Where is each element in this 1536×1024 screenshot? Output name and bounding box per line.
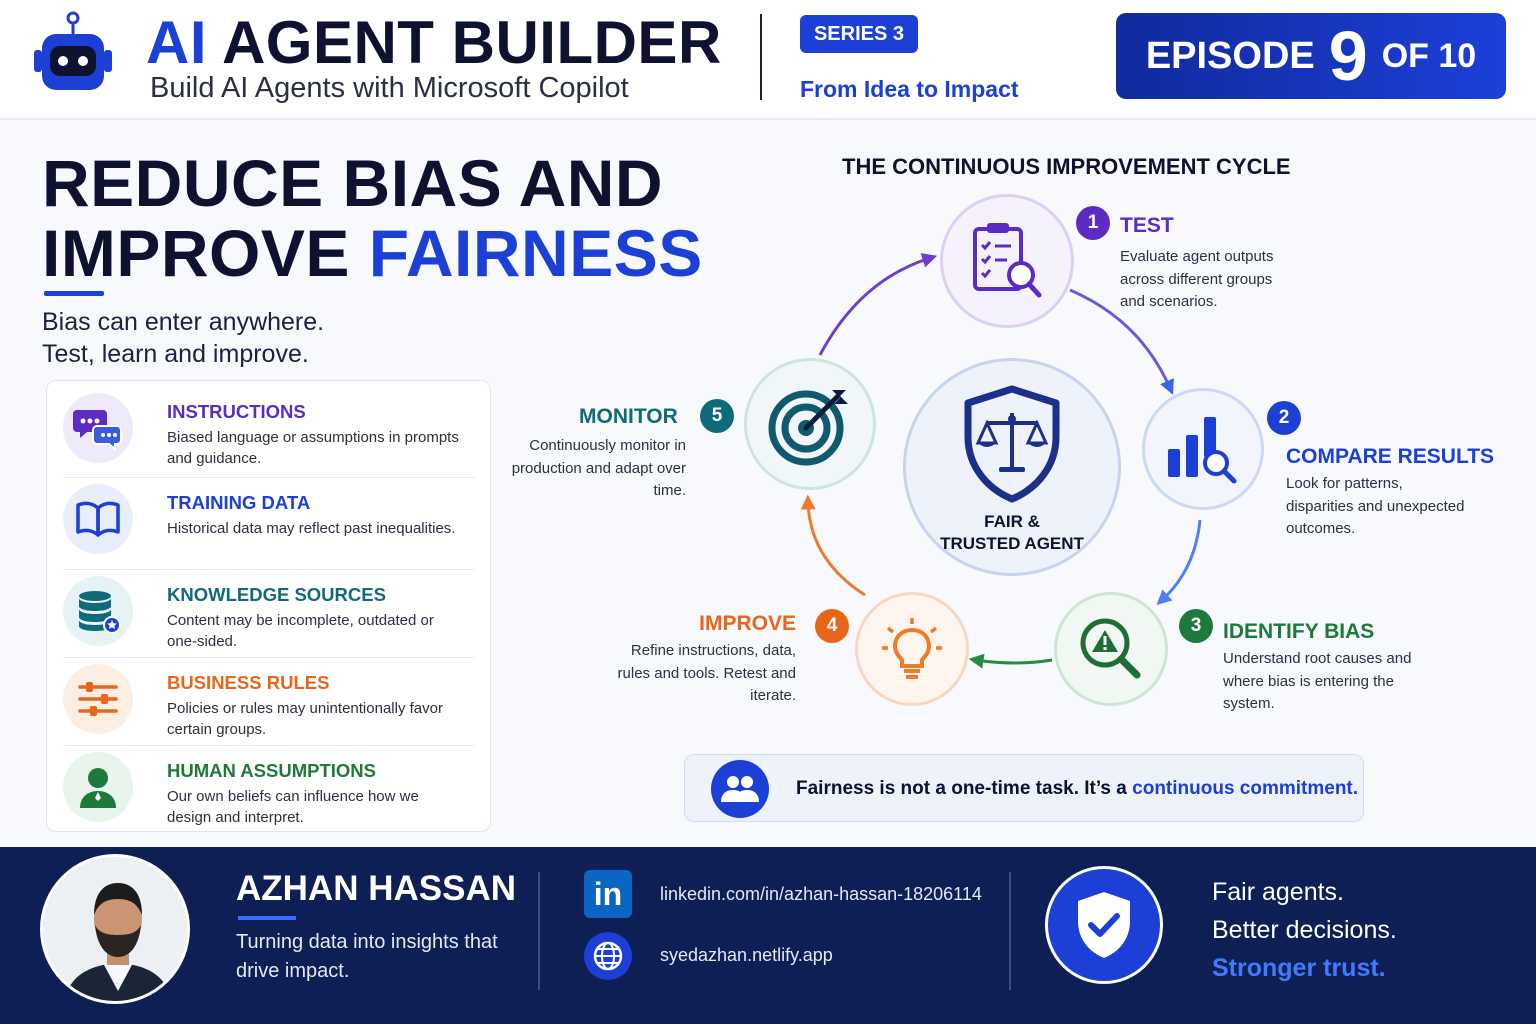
cycle-title: THE CONTINUOUS IMPROVEMENT CYCLE (842, 154, 1291, 179)
warning-search-icon (1080, 618, 1141, 679)
brand-title: AI AGENT BUILDER (146, 9, 722, 76)
step-number-2: 2 (1267, 401, 1301, 435)
episode-of: OF 10 (1381, 36, 1477, 75)
globe-icon[interactable] (584, 932, 632, 980)
people-icon (711, 760, 769, 818)
episode-word: EPISODE (1145, 34, 1315, 77)
arrow-identify-to-improve (968, 653, 1053, 669)
footer-divider (538, 872, 540, 990)
step-title-test: TEST (1120, 214, 1174, 237)
step-number-5: 5 (700, 399, 734, 433)
footer-slogan: Fair agents. Better decisions. Stronger … (1212, 878, 1397, 982)
step-number-4: 4 (815, 609, 849, 643)
website-link[interactable]: syedazhan.netlify.app (660, 945, 833, 965)
bias-sources-panel: INSTRUCTIONS Biased language or assumpti… (46, 380, 491, 832)
author-name: AZHAN HASSAN (236, 869, 516, 908)
arrow-improve-to-monitor (800, 494, 866, 597)
step-desc-compare: Look for patterns, disparities and unexp… (1286, 475, 1465, 537)
linkedin-link[interactable]: linkedin.com/in/azhan-hassan-18206114 (660, 884, 982, 904)
lightbulb-icon (882, 618, 942, 679)
node-test (940, 194, 1074, 328)
step-desc-identify: Understand root causes and where bias is… (1223, 650, 1412, 712)
robot-icon (34, 11, 112, 90)
episode-number: 9 (1328, 17, 1368, 95)
step-desc-monitor: Continuously monitor in production and a… (511, 437, 686, 499)
intro-text: Bias can enter anywhere. Test, learn and… (42, 308, 325, 368)
step-title-improve: IMPROVE (699, 612, 796, 635)
node-monitor (744, 358, 876, 490)
footer (0, 847, 1536, 1024)
chat-bubbles-icon (63, 393, 133, 463)
author-tagline: Turning data into insights that drive im… (236, 931, 498, 982)
node-improve (855, 592, 969, 706)
series-badge: SERIES 3 (800, 15, 918, 53)
person-icon (63, 752, 133, 822)
step-title-monitor: MONITOR (579, 405, 678, 428)
arrow-test-to-compare (1069, 288, 1174, 395)
arrow-monitor-to-test (818, 253, 938, 356)
open-book-icon (63, 484, 133, 554)
step-number-3: 3 (1179, 609, 1213, 643)
database-icon (63, 576, 133, 646)
step-desc-test: Evaluate agent outputs across different … (1120, 248, 1274, 310)
source-business-rules: BUSINESS RULES Policies or rules may uni… (63, 657, 475, 743)
arrow-compare-to-identify (1156, 519, 1202, 606)
scales-shield-icon (964, 385, 1060, 503)
bar-chart-search-icon (1168, 417, 1237, 484)
episode-badge: EPISODE 9 OF 10 (1116, 13, 1506, 99)
step-desc-improve: Refine instructions, data, rules and too… (617, 642, 796, 704)
footer-divider (1009, 872, 1011, 990)
source-human-assumptions: HUMAN ASSUMPTIONS Our own beliefs can in… (63, 745, 475, 831)
linkedin-icon[interactable]: in (584, 870, 632, 918)
shield-check-icon (1045, 866, 1163, 984)
step-number-1: 1 (1076, 206, 1110, 240)
source-training-data: TRAINING DATA Historical data may reflec… (63, 477, 475, 563)
fairness-callout: Fairness is not a one-time task. It’s a … (684, 754, 1364, 822)
center-fair-agent: FAIR & TRUSTED AGENT (903, 358, 1121, 576)
node-identify (1054, 592, 1168, 706)
author-underline (238, 916, 296, 920)
brand-subtitle: Build AI Agents with Microsoft Copilot (150, 72, 629, 104)
source-instructions: INSTRUCTIONS Biased language or assumpti… (63, 387, 475, 473)
node-compare (1142, 388, 1264, 510)
cycle-arrows (800, 253, 1202, 669)
header-divider (760, 14, 762, 100)
step-title-identify: IDENTIFY BIAS (1223, 620, 1375, 643)
sliders-icon (63, 664, 133, 734)
clipboard-search-icon (973, 223, 1042, 298)
author-avatar (40, 854, 190, 1004)
source-knowledge: KNOWLEDGE SOURCES Content may be incompl… (63, 569, 475, 655)
series-tagline: From Idea to Impact (800, 76, 1019, 102)
header: AI AGENT BUILDER Build AI Agents with Mi… (0, 0, 1536, 120)
main-title: REDUCE BIAS AND IMPROVE FAIRNESS (42, 146, 703, 290)
title-underline (44, 291, 104, 296)
step-title-compare: COMPARE RESULTS (1286, 445, 1495, 468)
target-icon (768, 390, 848, 466)
